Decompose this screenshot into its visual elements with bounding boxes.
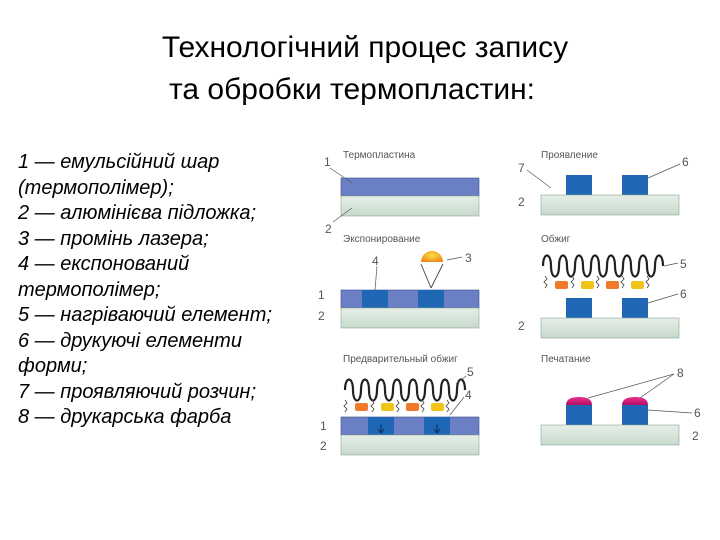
panel-label-exposure: Экспонирование [343,234,421,245]
callout-7: 7 [518,161,525,175]
exposed-polymer [418,290,444,308]
leader-line [647,293,679,304]
callout-4: 4 [372,254,379,268]
callout-3: 3 [465,251,472,265]
callout-1: 1 [318,288,325,302]
aluminium-substrate [340,434,480,456]
leader-line [647,163,681,179]
leader-line [455,375,467,385]
laser-source-icon [421,251,443,262]
panel-exposure: Экспонирование 4 3 1 2 [318,234,480,329]
callout-5: 5 [467,365,474,379]
emulsion-layer [340,177,480,197]
callout-1: 1 [324,155,331,169]
callout-2: 2 [318,309,325,323]
legend-line: форми; [18,355,88,377]
printing-element [566,175,592,195]
heating-element [541,254,665,278]
printing-element [622,405,648,425]
legend-line: 3 — промінь лазера; [18,227,209,250]
aluminium-substrate [340,307,480,329]
laser-beam [420,263,432,289]
laser-beam [430,263,444,289]
leader-line [526,169,552,189]
panel-label-develop: Проявление [541,150,598,161]
exposed-polymer [362,290,388,308]
heat-glow [381,403,394,411]
heat-glow [431,403,444,411]
callout-2: 2 [320,439,327,453]
leader-line [587,373,675,399]
leader-line [446,256,463,261]
heat-glow [355,403,368,411]
aluminium-substrate [540,317,680,339]
legend-line: 8 — друкарська фарба [18,406,232,428]
callout-6: 6 [694,406,701,420]
aluminium-substrate [540,194,680,216]
legend-line: термополімер; [18,278,161,301]
aluminium-substrate [540,424,680,446]
emulsion-layer [340,416,480,436]
slide-title-line2: та обробки термопластин: [169,73,535,106]
panel-burn: Обжиг 5 6 2 [518,233,687,339]
heat-glow [606,281,619,289]
leader-line [374,265,378,291]
aluminium-substrate [340,195,480,217]
panel-label-burn: Обжиг [541,233,571,245]
leader-line [449,396,465,416]
heat-arrows [343,399,450,413]
heat-glow [581,281,594,289]
legend-line: 5 — нагріваючий елемент; [18,304,272,326]
heat-glow [631,281,644,289]
printing-ink [566,397,592,405]
panel-plate: Термопластина 1 2 [324,150,480,236]
leader-line [647,409,693,414]
legend-line: 1 — емульсійний шар [18,151,220,173]
printing-element [566,405,592,425]
legend-line: 2 — алюмінієва підложка; [18,202,256,224]
panel-develop: Проявление 7 6 2 [518,150,689,216]
arrow-down-icon [433,424,441,434]
printing-element [566,298,592,318]
heat-arrows [543,275,650,289]
callout-4: 4 [465,388,472,402]
printing-ink [622,397,648,405]
heating-element [343,378,467,402]
heat-glow [406,403,419,411]
callout-6: 6 [680,287,687,301]
panel-label-print: Печатание [541,354,591,365]
legend-line: 6 — друкуючі елементи [18,329,242,352]
callout-2: 2 [518,319,525,333]
leader-line [329,167,353,184]
legend-line: 4 — експонований [18,253,190,275]
legend-line: 7 — проявляючий розчин; [18,380,256,403]
printing-element [622,175,648,195]
heat-glow [555,281,568,289]
callout-8: 8 [677,366,684,380]
legend-list: 1 — емульсійний шар (термополімер); 2 — … [18,150,338,431]
printing-element [622,298,648,318]
slide-title-line1: Технологічний процес запису [161,31,569,64]
panel-label-plate: Термопластина [343,150,416,161]
arrow-down-icon [377,424,385,434]
leader-line [663,262,679,267]
callout-2: 2 [692,429,699,443]
leader-line [332,207,353,223]
callout-6: 6 [682,155,689,169]
emulsion-layer [340,289,480,309]
leader-line [639,373,675,399]
panel-preheat: Предварительный обжиг 5 4 1 2 [320,353,480,456]
callout-2: 2 [518,195,525,209]
legend-line: (термополімер); [18,176,174,199]
callout-1: 1 [320,419,327,433]
panel-label-preheat: Предварительный обжиг [343,353,458,365]
callout-5: 5 [680,257,687,271]
panel-print: Печатание 8 6 2 [540,354,701,446]
callout-2: 2 [325,222,332,236]
